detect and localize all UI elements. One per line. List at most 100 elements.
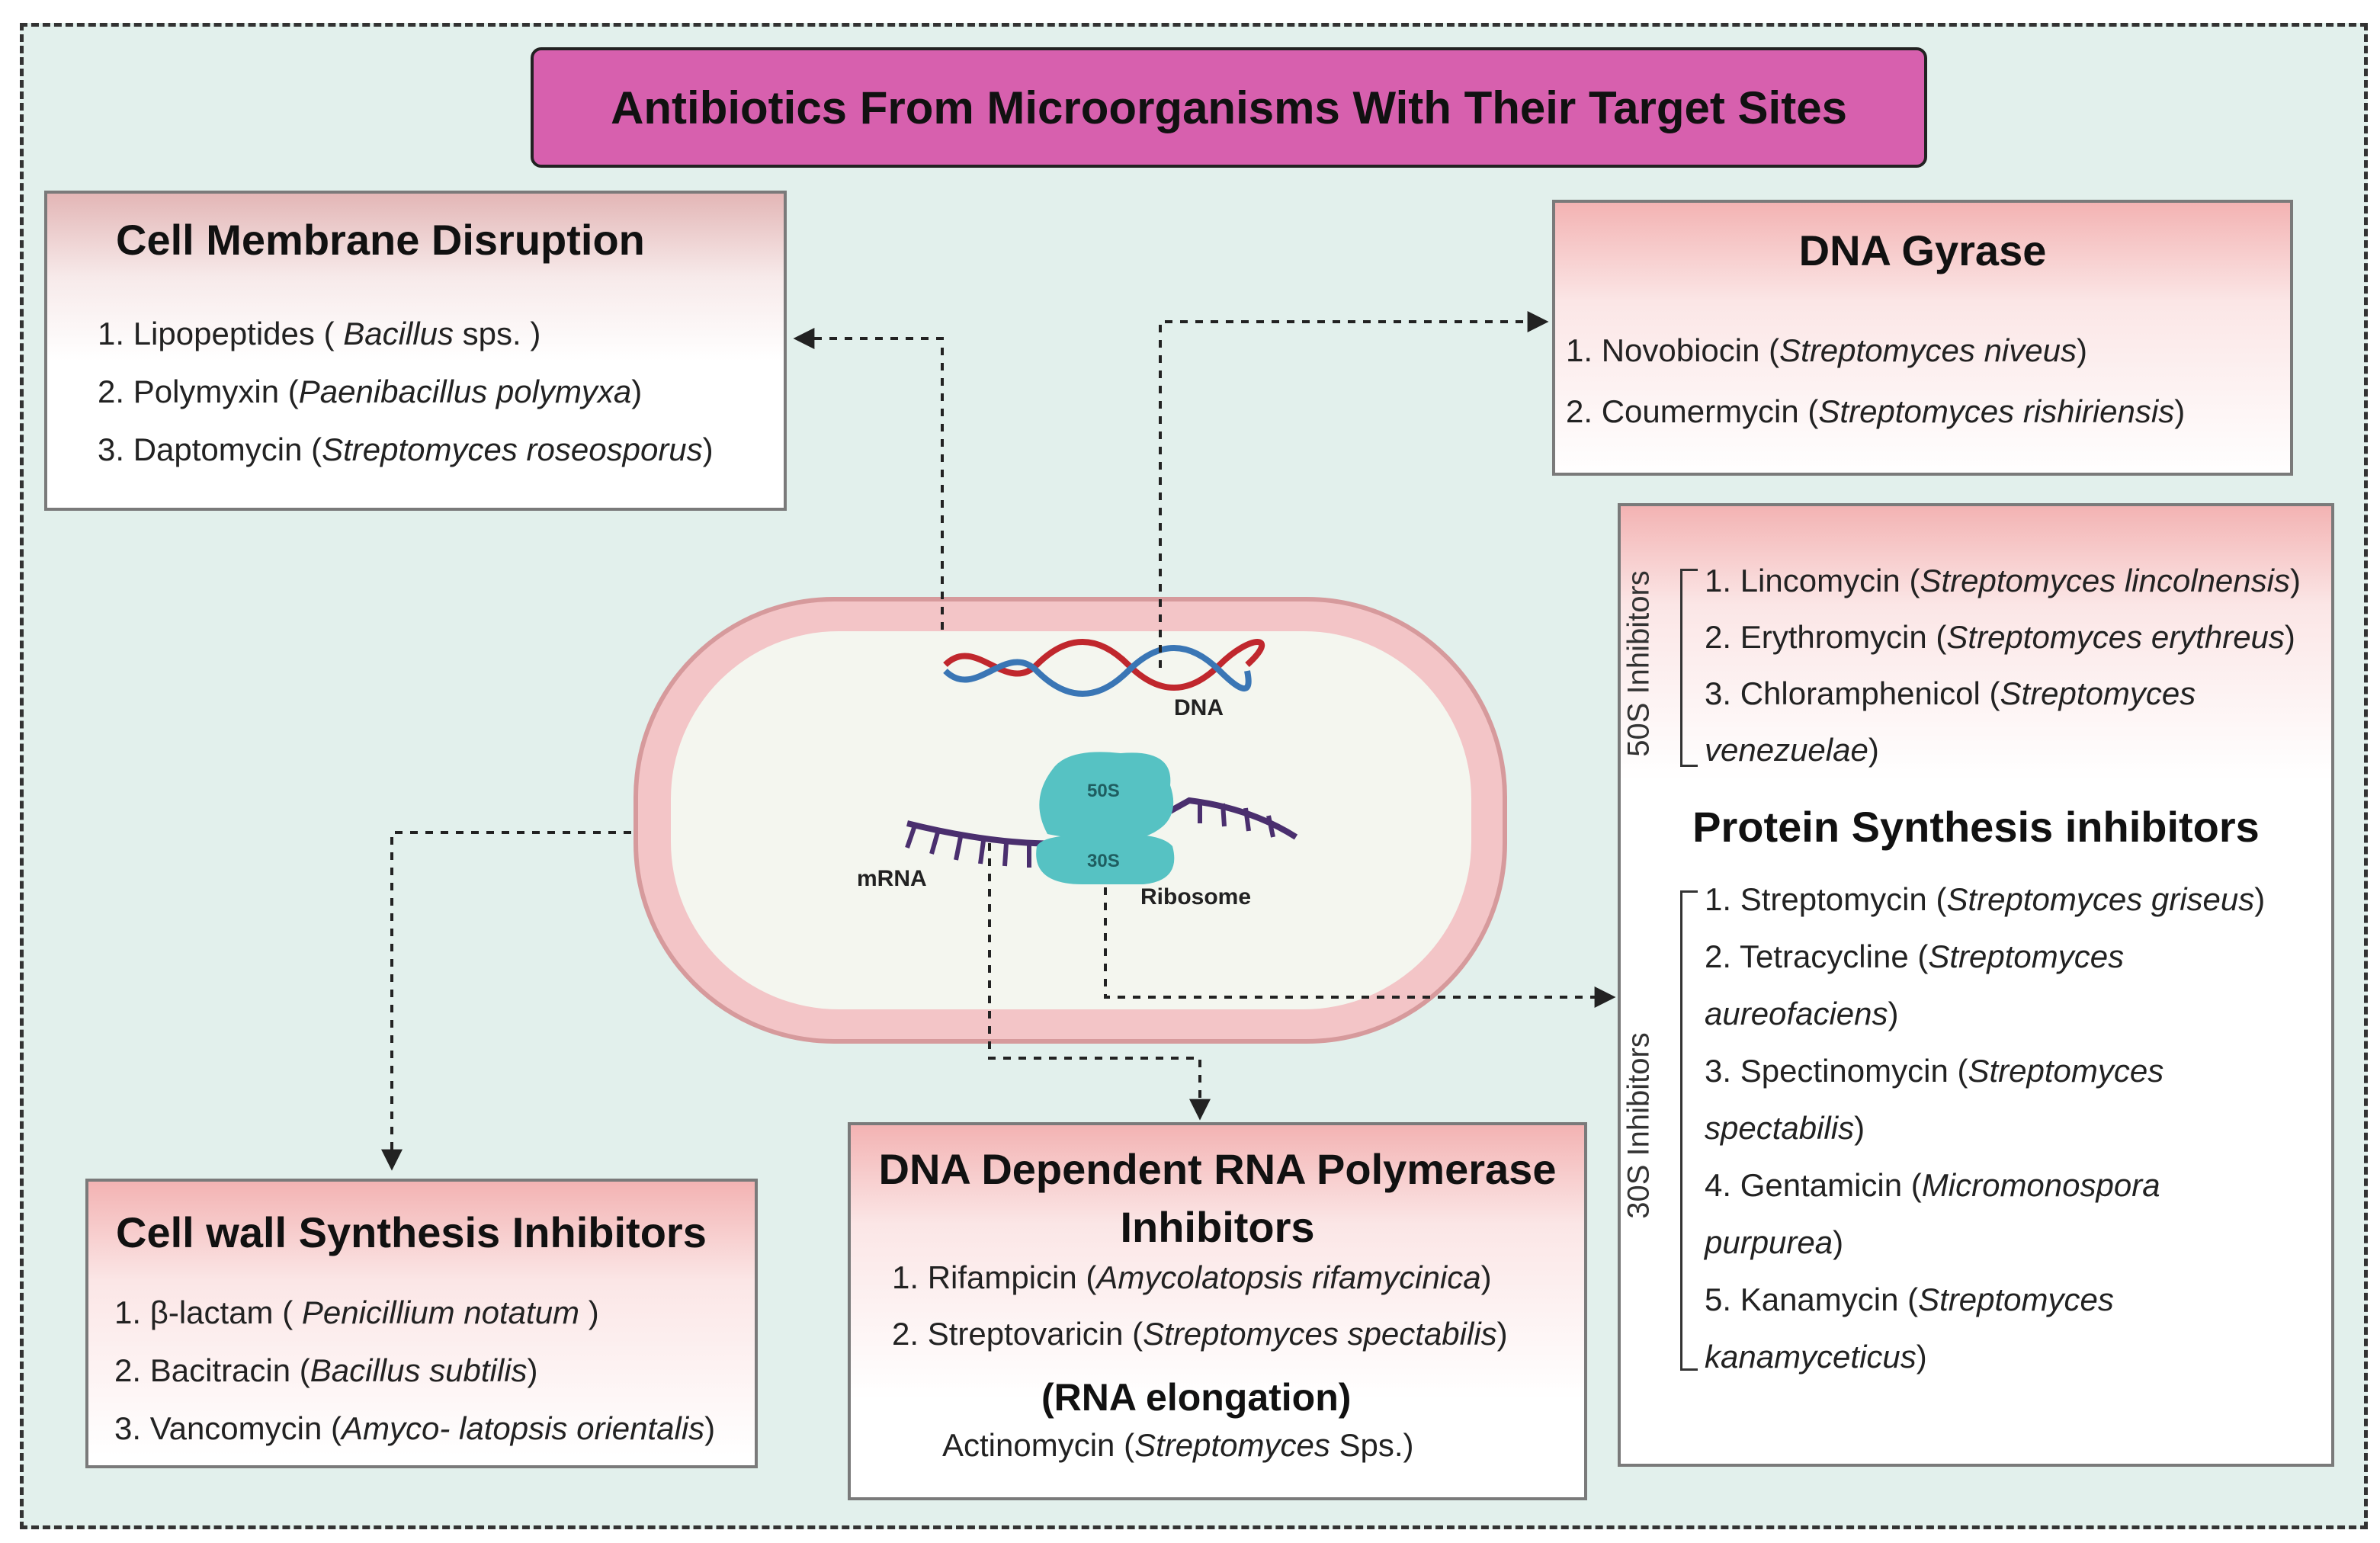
diagram-title: Antibiotics From Microorganisms With The… [611, 82, 1847, 133]
inhibitor-50s-line: 3. Chloramphenicol (Streptomyces [1705, 675, 2196, 712]
inhibitor-30s-line: purpurea) [1705, 1224, 1843, 1261]
source-organism: aureofaciens [1705, 996, 1888, 1031]
inhibitor-30s-line: 1. Streptomycin (Streptomyces griseus) [1705, 881, 2265, 918]
drug-name: 1. Streptomycin ( [1705, 881, 1947, 917]
drug-name: 2. Tetracycline ( [1705, 938, 1929, 974]
line-suffix: ) [2174, 393, 2186, 429]
cell-wall-box: Cell wall Synthesis Inhibitors 1. β-lact… [85, 1179, 758, 1468]
ribosome-label: Ribosome [1140, 884, 1252, 909]
line-suffix: Sps.) [1330, 1427, 1414, 1463]
label-30s-inhibitors: 30S Inhibitors [1621, 1032, 1656, 1219]
line-suffix: ) [702, 431, 714, 467]
inhibitor-30s-line: aureofaciens) [1705, 996, 1899, 1032]
line-suffix: ) [1868, 732, 1879, 768]
drug-name: 2. Polymyxin ( [98, 374, 299, 409]
inhibitor-30s-line: 2. Tetracycline (Streptomyces [1705, 938, 2124, 975]
protein-synthesis-heading: Protein Synthesis inhibitors [1692, 803, 2260, 851]
drug-name: 1. Lipopeptides ( [98, 316, 344, 351]
label-50s-inhibitors: 50S Inhibitors [1621, 570, 1656, 757]
ribosome-30s-label: 30S [1087, 851, 1120, 871]
drug-name: 1. Novobiocin ( [1566, 332, 1780, 368]
source-organism: venezuelae [1705, 732, 1868, 768]
rna-polymerase-box: DNA Dependent RNA Polymerase Inhibitors … [848, 1122, 1587, 1500]
source-organism: Streptomyces [1928, 938, 2125, 974]
drug-name: 2. Erythromycin ( [1705, 619, 1947, 655]
drug-name: 3. Spectinomycin ( [1705, 1053, 1968, 1089]
cell-membrane-item: 2. Polymyxin (Paenibacillus polymyxa) [98, 374, 642, 410]
line-suffix: ) [2289, 563, 2301, 598]
source-organism: purpurea [1705, 1224, 1833, 1260]
source-organism: Bacillus [343, 316, 454, 351]
rna-polymerase-heading-line1: DNA Dependent RNA Polymerase [878, 1145, 1557, 1193]
inhibitor-50s-line: 1. Lincomycin (Streptomyces lincolnensis… [1705, 563, 2301, 599]
source-organism: Streptomyces [2000, 675, 2196, 711]
source-organism: Micromonospora [1921, 1167, 2160, 1203]
bracket-50s [1680, 569, 1698, 767]
rna-polymerase-heading: DNA Dependent RNA Polymerase Inhibitors [851, 1140, 1584, 1256]
source-organism: Streptomyces [1968, 1053, 2164, 1089]
drug-name: 3. Daptomycin ( [98, 431, 322, 467]
source-organism: Streptomyces erythreus [1946, 619, 2285, 655]
line-suffix: ) [1854, 1110, 1865, 1146]
inhibitor-30s-line: spectabilis) [1705, 1110, 1865, 1147]
ribosome-50s-label: 50S [1087, 781, 1120, 801]
drug-name: 3. Vancomycin ( [114, 1410, 342, 1446]
dna-gyrase-box: DNA Gyrase 1. Novobiocin (Streptomyces n… [1552, 200, 2293, 476]
line-suffix: sps. ) [453, 316, 541, 351]
rna-polymerase-heading-line2: Inhibitors [1120, 1203, 1315, 1251]
inhibitor-30s-line: 3. Spectinomycin (Streptomyces [1705, 1053, 2163, 1089]
dna-gyrase-item: 1. Novobiocin (Streptomyces niveus) [1566, 332, 2087, 369]
protein-synthesis-box: 50S Inhibitors 1. Lincomycin (Streptomyc… [1618, 503, 2334, 1467]
drug-name: 2. Bacitracin ( [114, 1352, 310, 1388]
drug-name: 1. Rifampicin ( [892, 1259, 1097, 1295]
cell-membrane-heading: Cell Membrane Disruption [116, 216, 645, 264]
source-organism: kanamyceticus [1705, 1339, 1917, 1375]
line-suffix: ) [579, 1294, 599, 1330]
bracket-30s [1680, 890, 1698, 1371]
line-suffix: ) [1496, 1316, 1508, 1352]
cell-wall-heading: Cell wall Synthesis Inhibitors [116, 1208, 707, 1256]
inhibitor-50s-line: venezuelae) [1705, 732, 1879, 768]
cell-wall-item: 3. Vancomycin (Amyco- latopsis orientali… [114, 1410, 715, 1447]
inhibitor-30s-line: kanamyceticus) [1705, 1339, 1927, 1375]
line-suffix: ) [631, 374, 643, 409]
drug-name: Actinomycin ( [942, 1427, 1135, 1463]
source-organism: Streptomyces spectabilis [1143, 1316, 1497, 1352]
rna-polymerase-item: 1. Rifampicin (Amycolatopsis rifamycinic… [892, 1259, 1492, 1296]
source-organism: Penicillium notatum [301, 1294, 580, 1330]
cell-membrane-box: Cell Membrane Disruption 1. Lipopeptides… [44, 191, 787, 511]
mrna-label: mRNA [857, 866, 927, 891]
drug-name: 4. Gentamicin ( [1705, 1167, 1922, 1203]
inhibitor-30s-line: 4. Gentamicin (Micromonospora [1705, 1167, 2160, 1204]
line-suffix: ) [2076, 332, 2087, 368]
line-suffix: ) [2284, 619, 2295, 655]
line-suffix: ) [704, 1410, 716, 1446]
source-organism: Streptomyces niveus [1779, 332, 2077, 368]
line-suffix: ) [1833, 1224, 1844, 1260]
source-organism: Streptomyces roseosporus [322, 431, 703, 467]
line-suffix: ) [1916, 1339, 1927, 1375]
title-banner: Antibiotics From Microorganisms With The… [531, 47, 1927, 168]
dna-gyrase-item: 2. Coumermycin (Streptomyces rishiriensi… [1566, 393, 2185, 430]
line-suffix: ) [2254, 881, 2266, 917]
line-suffix: ) [1888, 996, 1899, 1031]
dna-gyrase-heading: DNA Gyrase [1798, 226, 2047, 274]
drug-name: 3. Chloramphenicol ( [1705, 675, 2000, 711]
drug-name: 1. Lincomycin ( [1705, 563, 1920, 598]
dna-label: DNA [1174, 695, 1224, 720]
inhibitor-50s-line: 2. Erythromycin (Streptomyces erythreus) [1705, 619, 2295, 656]
line-suffix: ) [1480, 1259, 1492, 1295]
source-organism: Streptomyces lincolnensis [1920, 563, 2290, 598]
source-organism: Streptomyces [1134, 1427, 1330, 1463]
drug-name: 2. Coumermycin ( [1566, 393, 1819, 429]
cell-membrane-item: 3. Daptomycin (Streptomyces roseosporus) [98, 431, 714, 468]
rna-elongation-heading: (RNA elongation) [1041, 1376, 1352, 1419]
source-organism: Amycolatopsis rifamycinica [1096, 1259, 1481, 1295]
drug-name: 5. Kanamycin ( [1705, 1282, 1919, 1317]
source-organism: Streptomyces rishiriensis [1818, 393, 2175, 429]
source-organism: Amyco- latopsis orientalis [342, 1410, 705, 1446]
inhibitor-30s-line: 5. Kanamycin (Streptomyces [1705, 1282, 2114, 1318]
source-organism: Bacillus subtilis [310, 1352, 528, 1388]
drug-name: 2. Streptovaricin ( [892, 1316, 1143, 1352]
cell-wall-item: 2. Bacitracin (Bacillus subtilis) [114, 1352, 538, 1389]
